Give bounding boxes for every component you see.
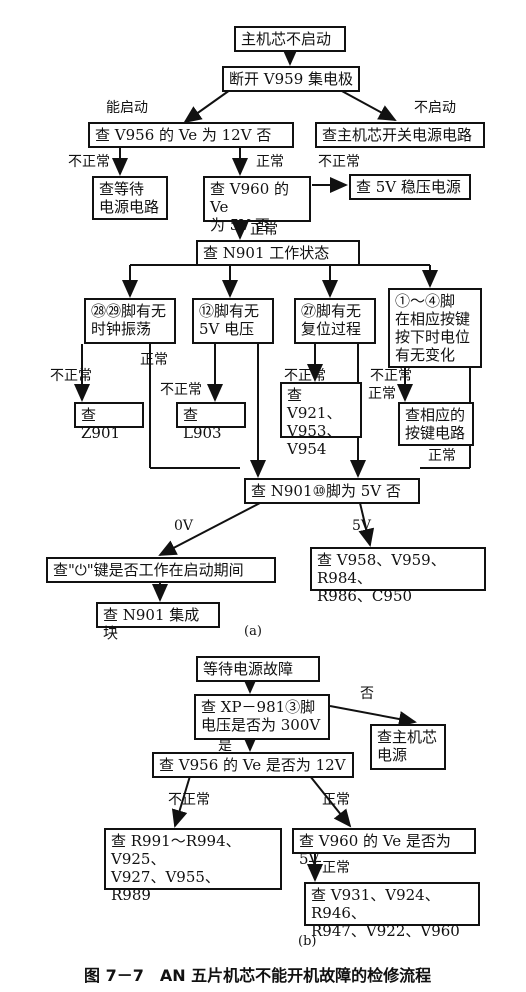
label-abnormal-3: 不正常 bbox=[50, 368, 92, 384]
node-check-keys: 查相应的 按键电路 bbox=[398, 402, 474, 446]
node-pin-28-29: ㉘㉙脚有无 时钟振荡 bbox=[84, 298, 176, 344]
caption-a: (a) bbox=[244, 624, 262, 639]
label-normal-b1: 正常 bbox=[322, 792, 350, 808]
label-normal-2: 正常 bbox=[250, 222, 278, 238]
node-check-v931: 查 V931、V924、R946、 R947、V922、V960 bbox=[304, 882, 480, 940]
node-pin-1-4: ①～④脚 在相应按键 按下时电位 有无变化 bbox=[388, 288, 482, 368]
node-check-v958: 查 V958、V959、R984、 R986、C950 bbox=[310, 547, 486, 605]
node-check-v960-a: 查 V960 的 Ve 为 5V 否 bbox=[203, 176, 311, 234]
node-pin-12: ⑫脚有无 5V 电压 bbox=[192, 298, 274, 344]
node-check-v956-b: 查 V956 的 Ve 是否为 12V bbox=[152, 752, 354, 778]
node-check-power-key: 查"⏻"键是否工作在启动期间 bbox=[46, 557, 276, 583]
node-check-n901-state: 查 N901 工作状态 bbox=[196, 240, 360, 266]
node-start-b: 等待电源故障 bbox=[196, 656, 320, 682]
node-pin-27: ㉗脚有无 复位过程 bbox=[294, 298, 376, 344]
node-check-v956-a: 查 V956 的 Ve 为 12V 否 bbox=[88, 122, 294, 148]
node-check-main-power-b: 查主机芯 电源 bbox=[370, 724, 446, 770]
label-cannot-start: 不启动 bbox=[414, 100, 456, 116]
label-abnormal-2: 不正常 bbox=[318, 154, 360, 170]
label-0v: 0V bbox=[174, 518, 194, 534]
label-normal-5: 正常 bbox=[428, 448, 456, 464]
node-check-v921: 查 V921、 V953、 V954 bbox=[280, 382, 362, 458]
label-yes: 是 bbox=[218, 738, 232, 754]
node-check-xp981: 查 XP－981③脚 电压是否为 300V bbox=[194, 694, 330, 740]
label-abnormal-b1: 不正常 bbox=[168, 792, 210, 808]
label-abnormal-b2: 不正常 bbox=[308, 860, 350, 876]
label-normal-1: 正常 bbox=[256, 154, 284, 170]
node-check-n901-pin10: 查 N901⑩脚为 5V 否 bbox=[244, 478, 420, 504]
label-no: 否 bbox=[360, 686, 374, 702]
node-disconnect-v959: 断开 V959 集电极 bbox=[222, 66, 360, 92]
label-abnormal-4: 不正常 bbox=[160, 382, 202, 398]
label-abnormal-1: 不正常 bbox=[68, 154, 110, 170]
node-check-z901: 查 Z901 bbox=[74, 402, 144, 442]
label-normal-4: 正常 bbox=[368, 386, 396, 402]
node-check-v960-b: 查 V960 的 Ve 是否为 5V bbox=[292, 828, 476, 868]
node-check-r991: 查 R991～R994、V925、 V927、V955、 R989 bbox=[104, 828, 282, 904]
label-abnormal-5: 不正常 bbox=[284, 368, 326, 384]
label-abnormal-6: 不正常 bbox=[370, 368, 412, 384]
caption-b: (b) bbox=[298, 934, 317, 949]
figure-title: 图 7－7 AN 五片机芯不能开机故障的检修流程 bbox=[84, 966, 432, 985]
label-5v: 5V bbox=[352, 518, 372, 534]
node-check-standby-a: 查等待 电源电路 bbox=[92, 176, 168, 220]
node-start-a: 主机芯不启动 bbox=[234, 26, 346, 52]
node-check-n901-ic: 查 N901 集成块 bbox=[96, 602, 220, 642]
label-can-start: 能启动 bbox=[106, 100, 148, 116]
node-check-main-power-a: 查主机芯开关电源电路 bbox=[315, 122, 485, 148]
node-check-l903: 查 L903 bbox=[176, 402, 246, 442]
node-check-5v-reg: 查 5V 稳压电源 bbox=[349, 174, 471, 200]
label-normal-3: 正常 bbox=[140, 352, 168, 368]
